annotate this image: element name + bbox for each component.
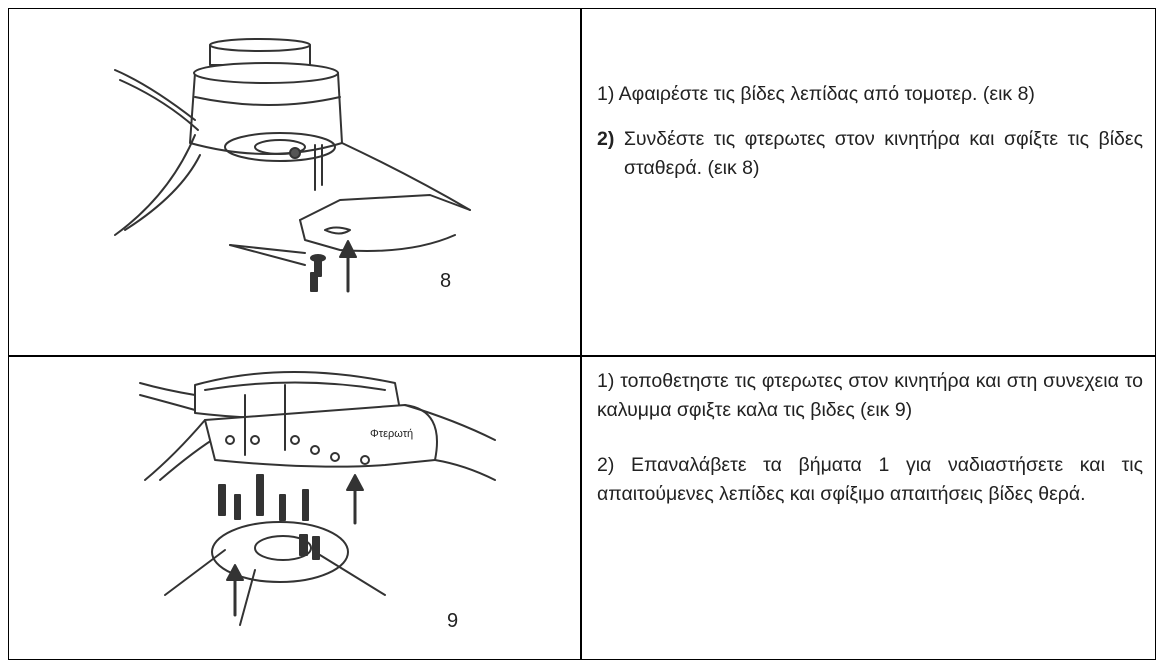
row1-step-2-text: Συνδέστε τις φτερωτες στον κινητήρα και …	[623, 128, 1143, 179]
figure-8-blade-attach-illustration: 8	[114, 38, 471, 293]
figure-9-blade-cover-illustration: Φτερωτή 9	[139, 370, 496, 632]
instruction-table	[8, 8, 1156, 660]
row2-instructions: 1) τοποθετηστε τις φτερωτες στον κινητήρ…	[597, 367, 1143, 509]
row1-step-1: 1) Αφαιρέστε τις βίδες λεπίδας από τομοτ…	[597, 83, 1035, 105]
blade-label: Φτερωτή	[370, 428, 413, 440]
row1-instructions: 1) Αφαιρέστε τις βίδες λεπίδας από τομοτ…	[597, 80, 1143, 183]
row2-step-1: 1) τοποθετηστε τις φτερωτες στον κινητήρ…	[597, 370, 1143, 421]
row1-step-2: 2) Συνδέστε τις φτερωτες στον κινητήρα κ…	[597, 125, 1143, 183]
column-divider	[580, 8, 582, 660]
row2-step-2: 2) Επαναλάβετε τα βήματα 1 για ναδιαστήσ…	[597, 454, 1143, 505]
row-divider	[8, 355, 1156, 357]
figure-9-number: 9	[447, 610, 458, 632]
row1-step-2-number: 2)	[597, 128, 615, 150]
figure-8-number: 8	[440, 270, 451, 292]
